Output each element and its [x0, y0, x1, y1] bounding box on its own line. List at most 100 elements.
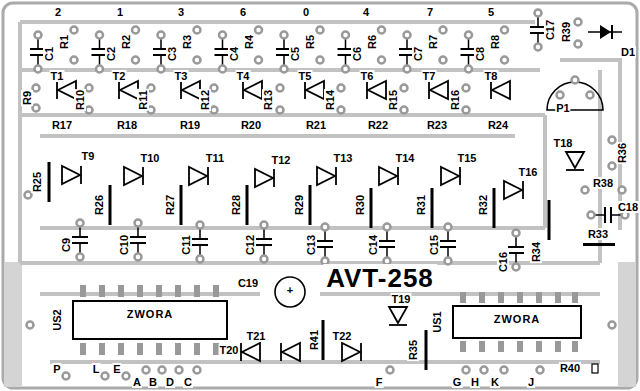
component-label: T6 — [360, 70, 375, 82]
component-label: R20 — [240, 119, 262, 131]
component-label: R18 — [116, 119, 138, 131]
component-label: R24 — [487, 119, 509, 131]
component-label: R32 — [477, 194, 489, 216]
component-label: K — [490, 376, 500, 388]
component-label: C6 — [351, 46, 363, 62]
component-label: 0 — [302, 6, 310, 18]
component-label: C19 — [237, 277, 259, 289]
component-label: T1 — [50, 70, 65, 82]
component-label: C — [183, 376, 193, 388]
component-label: T11 — [205, 152, 225, 164]
component-label: 6 — [239, 6, 247, 18]
component-label: C2 — [105, 46, 117, 62]
ic-note: ZWORA — [494, 313, 541, 325]
component-label: J — [527, 376, 535, 388]
component-label: T13 — [333, 152, 354, 164]
component-label: C15 — [428, 234, 440, 256]
board-title: AVT-258 — [323, 264, 437, 292]
component-label: R38 — [592, 177, 614, 189]
component-label: C10 — [118, 234, 130, 256]
component-label: + — [286, 284, 294, 296]
component-label: 4 — [362, 6, 370, 18]
component-label: R3 — [181, 34, 193, 50]
component-label: R22 — [367, 119, 389, 131]
component-label: R5 — [304, 34, 316, 50]
component-label: 7 — [426, 6, 434, 18]
component-label: T10 — [140, 152, 161, 164]
component-label: R39 — [560, 21, 572, 43]
component-label: L — [92, 363, 101, 375]
ic-outline: US1ZWORA — [452, 305, 582, 339]
component-label: R10 — [74, 89, 86, 111]
component-label: R17 — [51, 119, 73, 131]
component-label: T20 — [219, 344, 240, 356]
component-label: R15 — [387, 89, 399, 111]
component-label: R36 — [616, 142, 628, 164]
component-label: R14 — [324, 89, 336, 111]
component-label: C5 — [289, 46, 301, 62]
component-label: R7 — [427, 34, 439, 50]
component-label: R25 — [31, 171, 43, 193]
component-label: C1 — [43, 46, 55, 62]
component-label: C16 — [497, 251, 509, 273]
component-label: C8 — [474, 46, 486, 62]
component-label: C4 — [228, 46, 240, 62]
component-label: T5 — [298, 70, 313, 82]
component-label: R19 — [179, 119, 201, 131]
component-label: 5 — [487, 6, 495, 18]
component-label: C3 — [166, 46, 178, 62]
component-label: R34 — [530, 241, 542, 263]
component-label: R21 — [305, 119, 327, 131]
component-label: A — [132, 376, 142, 388]
component-label: H — [470, 376, 480, 388]
component-label: G — [452, 376, 463, 388]
component-label: R2 — [120, 34, 132, 50]
component-label: T18 — [553, 137, 574, 149]
ic-designator: US2 — [51, 308, 63, 331]
component-label: R28 — [230, 194, 242, 216]
component-label: C11 — [180, 234, 192, 256]
component-label: D — [165, 376, 175, 388]
component-label: T14 — [395, 152, 416, 164]
ic-designator: US1 — [431, 310, 443, 333]
component-label: C13 — [305, 234, 317, 256]
component-label: R31 — [415, 194, 427, 216]
component-label: D1 — [620, 46, 636, 58]
component-label: T16 — [518, 166, 539, 178]
component-label: R6 — [366, 34, 378, 50]
component-label: R12 — [199, 89, 211, 111]
component-label: C12 — [244, 234, 256, 256]
component-label: P1 — [555, 102, 570, 114]
component-label: R11 — [137, 89, 149, 111]
component-label: T3 — [174, 70, 189, 82]
component-label: T9 — [81, 150, 96, 162]
component-label: R8 — [489, 34, 501, 50]
component-label: P — [52, 363, 61, 375]
component-label: C9 — [60, 237, 72, 253]
component-label: B — [148, 376, 158, 388]
component-label: T2 — [112, 70, 127, 82]
component-label: 2 — [54, 6, 62, 18]
component-label: R23 — [426, 119, 448, 131]
ic-note: ZWORA — [127, 308, 174, 320]
component-label: F — [375, 376, 384, 388]
component-label: R4 — [243, 34, 255, 50]
component-label: C14 — [367, 234, 379, 256]
component-label: E — [112, 363, 121, 375]
ic-outline: US2ZWORA — [72, 300, 228, 340]
component-label: T19 — [391, 293, 412, 305]
component-label: R26 — [93, 194, 105, 216]
component-label: C7 — [412, 46, 424, 62]
component-label: R29 — [293, 194, 305, 216]
component-label: C18 — [617, 201, 639, 213]
component-label: T21 — [246, 330, 267, 342]
component-label: 1 — [116, 6, 124, 18]
component-label: 3 — [177, 6, 185, 18]
component-label: T8 — [484, 70, 499, 82]
component-label: T15 — [457, 152, 478, 164]
component-label: T12 — [271, 154, 292, 166]
component-label: R33 — [587, 228, 609, 240]
component-label: R40 — [559, 362, 581, 374]
component-label: R16 — [449, 89, 461, 111]
component-label: R9 — [21, 90, 33, 106]
